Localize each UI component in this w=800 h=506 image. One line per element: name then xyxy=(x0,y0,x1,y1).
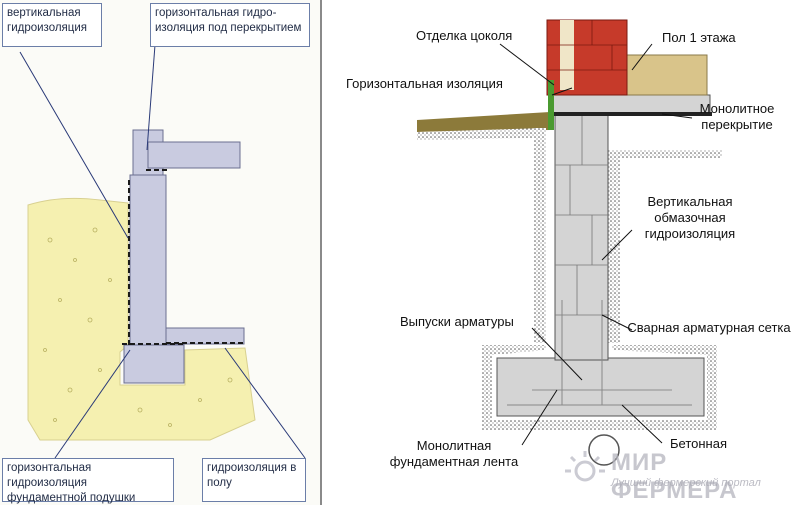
soil-right-top xyxy=(612,150,722,158)
left-leader-lines xyxy=(19,44,306,459)
rebar xyxy=(507,300,692,406)
watermark-subtitle: Лучший фермерский портал xyxy=(611,477,761,489)
watermark-title: МИР ФЕРМЕРА xyxy=(611,449,738,504)
brick-joints xyxy=(547,20,627,71)
soil-around-footing xyxy=(482,345,717,430)
right-foundation-drawing xyxy=(417,19,722,466)
label-concrete-prep: Бетонная xyxy=(670,436,727,451)
soil-left-top xyxy=(417,128,544,140)
soil-wall-left xyxy=(534,128,546,343)
label-plinth-finish: Отделка цоколя xyxy=(416,28,513,43)
strip-footing xyxy=(496,357,705,417)
label-horizontal-foundation-pad: горизонтальная гидроизоляция фундаментно… xyxy=(2,458,174,504)
brick-core xyxy=(560,20,574,90)
brick-wall xyxy=(546,19,628,96)
left-diagram-panel: вертикальная гидроизоляция горизонтальна… xyxy=(0,0,322,505)
floor-slab xyxy=(147,141,241,169)
label-monolithic-slab: Монолитное перекрытие xyxy=(699,101,775,132)
soil-mass xyxy=(27,197,256,441)
waterproofing-lines xyxy=(122,169,244,345)
ground-floor xyxy=(165,327,245,345)
horizontal-insulation-shape xyxy=(548,80,554,130)
slab-bottom-line xyxy=(550,112,712,116)
label-horizontal-insulation: Горизонтальная изоляция xyxy=(346,76,503,91)
label-vertical-coating: Вертикальная обмазочная гидроизоляция xyxy=(644,194,736,241)
label-floor-waterproofing: гидроизоляция в полу xyxy=(202,458,306,502)
label-vertical-waterproofing: вертикальная гидроизоляция xyxy=(2,3,102,47)
soil-texture xyxy=(43,227,233,427)
ground-surface-left xyxy=(417,112,550,132)
left-foundation-drawing xyxy=(19,44,306,459)
foundation-wall-right xyxy=(554,114,609,361)
right-leader-lines xyxy=(499,43,693,446)
site-watermark: МИР ФЕРМЕРА Лучший фермерский портал xyxy=(563,447,793,504)
foundation-wall xyxy=(129,174,167,346)
soil-wall-right xyxy=(608,150,620,343)
label-monolithic-strip: Монолитная фундаментная лента xyxy=(389,438,519,469)
sun-logo-icon xyxy=(565,451,605,482)
foundation-pad xyxy=(123,344,185,384)
label-rebar-outlets: Выпуски арматуры xyxy=(400,314,514,329)
right-diagram-panel: Отделка цоколя Пол 1 этажа Горизонтальна… xyxy=(322,0,800,505)
label-horizontal-under-slab: горизонтальная гидро-изоляция под перекр… xyxy=(150,3,310,47)
label-first-floor: Пол 1 этажа xyxy=(662,30,736,45)
label-welded-mesh: Сварная арматурная сетка xyxy=(627,320,791,335)
